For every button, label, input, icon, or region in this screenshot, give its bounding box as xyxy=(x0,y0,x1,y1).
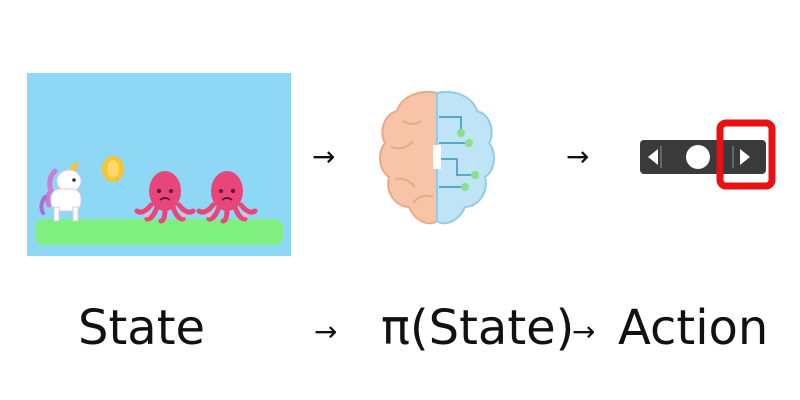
policy-caption: π(State) xyxy=(381,300,575,356)
state-caption: State xyxy=(78,300,206,356)
unicorn-icon xyxy=(39,161,82,222)
coin-icon xyxy=(102,156,124,182)
game-scene-icon xyxy=(27,73,291,256)
arrow-caption: → xyxy=(314,315,338,348)
arrow-icon: → xyxy=(566,140,590,173)
brain xyxy=(377,87,497,232)
selected-action-highlight xyxy=(716,119,776,190)
octopus-icon xyxy=(196,171,258,224)
brain-circuit-icon xyxy=(379,91,495,225)
controller-arrows-icon xyxy=(640,119,776,190)
ground-platform xyxy=(35,219,283,245)
controller xyxy=(636,118,778,192)
octopus-icon xyxy=(134,171,196,224)
arrow-icon: → xyxy=(312,140,336,173)
action-caption: Action xyxy=(618,300,769,356)
game-scene xyxy=(27,73,291,256)
arrow-caption: → xyxy=(572,315,596,348)
